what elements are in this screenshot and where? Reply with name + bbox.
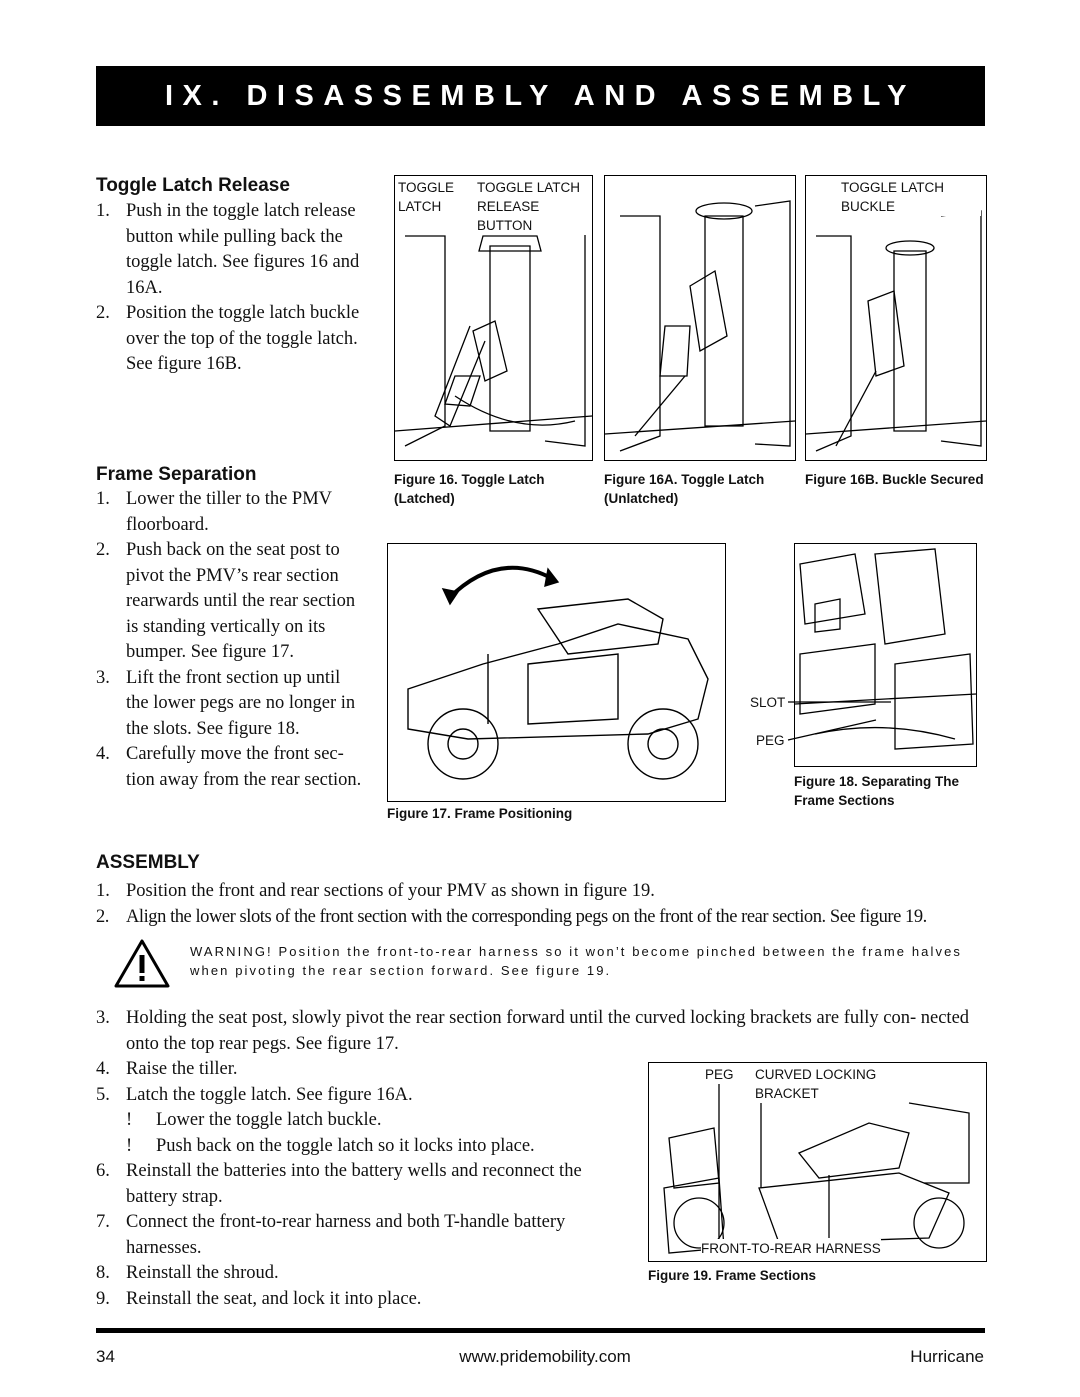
step-text: Raise the tiller. bbox=[126, 1059, 238, 1079]
step-text: Latch the toggle latch. See figure 16A. bbox=[126, 1084, 413, 1105]
step-text: Align the lower slots of the front secti… bbox=[126, 906, 927, 927]
step-text: Reinstall the shroud. bbox=[126, 1263, 279, 1283]
list-item: ! Push back on the toggle latch so it loc… bbox=[96, 1134, 606, 1160]
step-text: Push back on the seat post to pivot the … bbox=[126, 540, 356, 662]
figure-17-frame-positioning bbox=[387, 543, 726, 802]
frame-separation-heading: Frame Separation bbox=[96, 464, 257, 485]
step-text: Position the toggle latch buckle over th… bbox=[126, 303, 360, 374]
assembly-steps-a: 1. Position the front and rear sections o… bbox=[96, 879, 986, 930]
step-number: 5. bbox=[96, 1084, 110, 1105]
assembly-heading: ASSEMBLY bbox=[96, 852, 200, 873]
list-item: 3. Holding the seat post, slowly pivot th… bbox=[96, 1006, 986, 1057]
list-item: 8. Reinstall the shroud. bbox=[96, 1261, 606, 1287]
label-front-to-rear-harness: FRONT-TO-REAR HARNESS bbox=[701, 1239, 881, 1258]
warning-text: WARNING! Position the front-to-rear harn… bbox=[190, 944, 963, 978]
step-text: Holding the seat post, slowly pivot the … bbox=[126, 1008, 970, 1054]
frame-separation-steps: 1. Lower the tiller to the PMV floorboard… bbox=[96, 487, 366, 793]
figure-17-caption: Figure 17. Frame Positioning bbox=[387, 806, 573, 821]
label-peg: PEG bbox=[756, 731, 785, 750]
figure-19-caption: Figure 19. Frame Sections bbox=[648, 1268, 817, 1283]
label-buckle: TOGGLE LATCH BUCKLE bbox=[841, 178, 981, 216]
step-number: 9. bbox=[96, 1288, 110, 1309]
list-item: 2. Position the toggle latch buckle over … bbox=[96, 301, 366, 378]
figure-16a-caption: Figure 16A. Toggle Latch (Unlatched) bbox=[604, 472, 765, 506]
figure-16a-toggle-latch-unlatched bbox=[604, 175, 796, 461]
toggle-latch-heading: Toggle Latch Release bbox=[96, 175, 290, 196]
step-number: 8. bbox=[96, 1263, 110, 1283]
step-number: 3. bbox=[96, 667, 110, 688]
step-number: 2. bbox=[96, 906, 109, 927]
step-number: 2. bbox=[96, 540, 110, 560]
figure-17-illustration bbox=[407, 565, 709, 780]
figure-16b-buckle-secured: TOGGLE LATCH BUCKLE bbox=[805, 175, 987, 461]
step-number: 1. bbox=[96, 201, 110, 221]
step-text: Push in the toggle latch release button … bbox=[126, 201, 360, 298]
figure-16b-caption: Figure 16B. Buckle Secured bbox=[805, 472, 984, 487]
step-text: Lower the toggle latch buckle. bbox=[156, 1110, 382, 1130]
step-number: 7. bbox=[96, 1212, 110, 1232]
step-text: Carefully move the front sec- tion away … bbox=[126, 744, 362, 790]
assembly-steps-b: 4. Raise the tiller. 5. Latch the toggle l… bbox=[96, 1057, 606, 1312]
list-item: 6. Reinstall the batteries into the batte… bbox=[96, 1159, 606, 1210]
figure-19-illustration bbox=[663, 1083, 970, 1254]
step-text: Reinstall the seat, and lock it into pla… bbox=[126, 1288, 422, 1309]
label-toggle: TOGGLE bbox=[398, 178, 455, 197]
list-item: 4. Raise the tiller. bbox=[96, 1057, 606, 1083]
figure-16b-illustration bbox=[806, 210, 986, 452]
label-curved-locking-bracket: CURVED LOCKING BRACKET bbox=[755, 1065, 885, 1103]
figure-18-separating-frame-sections bbox=[794, 543, 977, 767]
step-text: Push back on the toggle latch so it lock… bbox=[156, 1135, 535, 1156]
label-slot: SLOT bbox=[750, 693, 786, 712]
step-text: Reinstall the batteries into the battery… bbox=[126, 1161, 582, 1207]
page-number: 34 bbox=[96, 1347, 115, 1366]
list-item: 1. Position the front and rear sections o… bbox=[96, 879, 986, 905]
step-text: Position the front and rear sections of … bbox=[126, 881, 655, 901]
footer-url[interactable]: www.pridemobility.com bbox=[459, 1347, 631, 1366]
label-peg: PEG bbox=[705, 1065, 734, 1084]
list-item: 3. Lift the front section up until the lo… bbox=[96, 666, 366, 743]
figure-18-leader-lines bbox=[787, 701, 891, 741]
step-number: 1. bbox=[96, 489, 110, 509]
list-item: 9. Reinstall the seat, and lock it into p… bbox=[96, 1287, 606, 1313]
label-latch: LATCH bbox=[398, 197, 442, 216]
figure-19-frame-sections: PEG CURVED LOCKING BRACKET FRONT-TO-REAR… bbox=[648, 1062, 987, 1262]
bullet-mark: ! bbox=[126, 1110, 133, 1130]
warning-icon bbox=[114, 939, 170, 988]
label-release-button: TOGGLE LATCH RELEASE BUTTON bbox=[477, 178, 587, 235]
assembly-step-3: 3. Holding the seat post, slowly pivot th… bbox=[96, 1006, 986, 1057]
list-item: 5. Latch the toggle latch. See figure 16A… bbox=[96, 1083, 606, 1109]
list-item: 2. Push back on the seat post to pivot th… bbox=[96, 538, 366, 666]
list-item: 1. Push in the toggle latch release butto… bbox=[96, 199, 366, 301]
step-number: 1. bbox=[96, 881, 110, 901]
toggle-latch-steps: 1. Push in the toggle latch release butto… bbox=[96, 199, 366, 378]
bullet-mark: ! bbox=[126, 1135, 133, 1156]
step-text: Lift the front section up until the lowe… bbox=[126, 667, 356, 739]
step-number: 4. bbox=[96, 744, 110, 764]
figure-18-illustration bbox=[795, 548, 976, 750]
figure-16-caption: Figure 16. Toggle Latch (Latched) bbox=[394, 472, 545, 506]
list-item: 1. Lower the tiller to the PMV floorboard… bbox=[96, 487, 366, 538]
step-text: Lower the tiller to the PMV floorboard. bbox=[126, 489, 332, 535]
list-item: 2. Align the lower slots of the front sec… bbox=[96, 905, 986, 931]
step-number: 3. bbox=[96, 1008, 110, 1028]
step-number: 2. bbox=[96, 303, 110, 323]
step-number: 6. bbox=[96, 1161, 110, 1181]
footer-model-name: Hurricane bbox=[910, 1347, 984, 1366]
figure-16-toggle-latch-latched: TOGGLE LATCH TOGGLE LATCH RELEASE BUTTON bbox=[394, 175, 593, 461]
figure-18-caption: Figure 18. Separating The Frame Sections bbox=[794, 774, 960, 808]
section-title-bar: IX. DISASSEMBLY AND ASSEMBLY bbox=[96, 66, 985, 126]
footer-rule bbox=[96, 1328, 985, 1333]
step-number: 4. bbox=[96, 1059, 110, 1079]
list-item: ! Lower the toggle latch buckle. bbox=[96, 1108, 606, 1134]
figure-16a-illustration bbox=[605, 200, 795, 452]
list-item: 7. Connect the front-to-rear harness and … bbox=[96, 1210, 606, 1261]
step-text: Connect the front-to-rear harness and bo… bbox=[126, 1212, 566, 1258]
list-item: 4. Carefully move the front sec- tion awa… bbox=[96, 742, 366, 793]
